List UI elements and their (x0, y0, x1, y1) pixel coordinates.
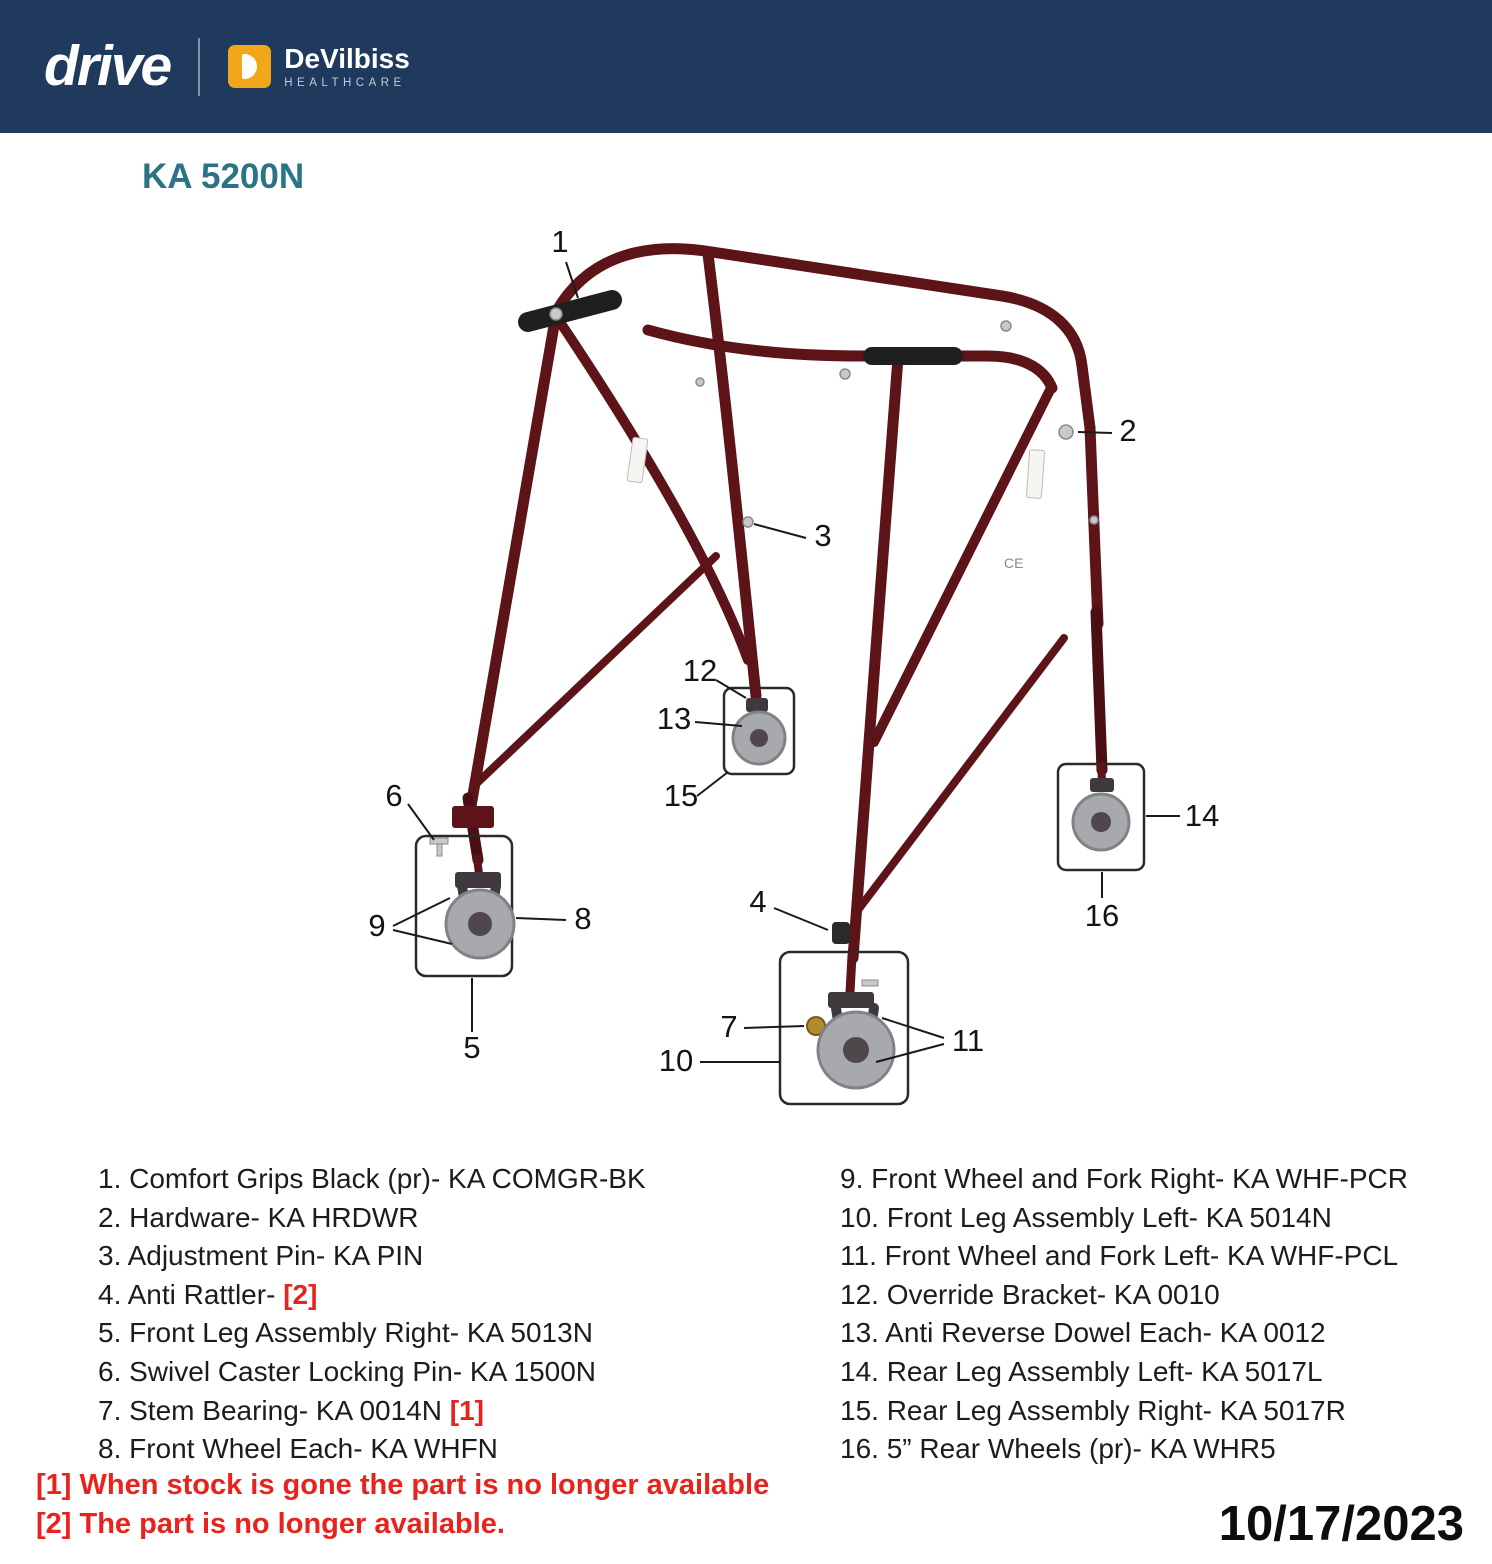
callout-label-7: 7 (720, 1009, 737, 1044)
parts-column-right: 9. Front Wheel and Fork Right- KA WHF-PC… (840, 1160, 1408, 1469)
devilbiss-logo-text: DeVilbiss HEALTHCARE (284, 43, 410, 89)
walker-diagram: CE (368, 224, 1219, 1106)
left-grip (518, 290, 622, 332)
callout-label-1: 1 (551, 224, 568, 259)
part-note: [2] (283, 1278, 318, 1310)
part-item: 15. Rear Leg Assembly Right- KA 5017R (840, 1394, 1346, 1426)
footnote-2: [2] The part is no longer available. (36, 1508, 505, 1540)
callout-13: 13 (657, 701, 743, 736)
callout-label-13: 13 (657, 701, 691, 736)
callout-label-9: 9 (368, 908, 385, 943)
callout-label-2: 2 (1119, 413, 1136, 448)
part-item: 6. Swivel Caster Locking Pin- KA 1500N (98, 1355, 597, 1387)
part-item: 11. Front Wheel and Fork Left- KA WHF-PC… (840, 1240, 1399, 1272)
callout-label-6: 6 (385, 778, 402, 813)
callout-6: 6 (385, 778, 435, 841)
callout-label-4: 4 (749, 884, 766, 919)
callout-5: 5 (463, 978, 481, 1065)
part-item: 1. Comfort Grips Black (pr)- KA COMGR-BK (98, 1163, 646, 1194)
callout-11: 11 (875, 1017, 984, 1063)
callout-15: 15 (664, 771, 729, 813)
part-item: 8. Front Wheel Each- KA WHFN (98, 1433, 498, 1465)
devilbiss-d-shape (242, 53, 258, 79)
part-item: 4. Anti Rattler- [2] (98, 1278, 318, 1310)
hand-grips (518, 290, 963, 365)
walker-frame (462, 243, 1108, 964)
callout-label-11: 11 (952, 1023, 984, 1058)
front-right-caster (429, 837, 516, 960)
part-item: 9. Front Wheel and Fork Right- KA WHF-PC… (840, 1163, 1408, 1194)
callout-3: 3 (753, 518, 832, 553)
part-item: 16. 5” Rear Wheels (pr)- KA WHR5 (840, 1433, 1276, 1465)
ce-mark: CE (1004, 555, 1023, 571)
drive-logo: drive (44, 34, 172, 98)
callout-label-10: 10 (659, 1043, 693, 1078)
page-title: KA 5200N (142, 157, 305, 196)
rear-right-wheel (731, 686, 787, 766)
callout-label-8: 8 (574, 901, 591, 936)
callout-9: 9 (368, 897, 453, 945)
part-note: [1] (449, 1394, 484, 1426)
frame-stickers: CE (626, 436, 1046, 571)
callout-label-12: 12 (683, 653, 717, 688)
header-bar: drive DeVilbiss HEALTHCARE (0, 0, 1492, 133)
fold-hinge-plate (452, 806, 494, 828)
callout-12: 12 (683, 653, 747, 699)
part-item: 12. Override Bracket- KA 0010 (840, 1278, 1220, 1310)
part-item: 13. Anti Reverse Dowel Each- KA 0012 (840, 1317, 1326, 1349)
front-left-wheel-box (778, 950, 910, 1106)
rear-left-wheel (1071, 762, 1131, 852)
document-date: 10/17/2023 (1218, 1497, 1464, 1551)
callout-label-5: 5 (463, 1030, 480, 1065)
callout-16: 16 (1085, 872, 1119, 933)
callout-2: 2 (1077, 413, 1137, 448)
callout-label-3: 3 (814, 518, 831, 553)
devilbiss-logo-icon (228, 44, 272, 88)
part-item: 14. Rear Leg Assembly Left- KA 5017L (840, 1355, 1323, 1387)
callout-label-16: 16 (1085, 898, 1119, 933)
part-item: 5. Front Leg Assembly Right- KA 5013N (98, 1317, 593, 1349)
footnotes: [1] When stock is gone the part is no lo… (36, 1466, 769, 1544)
part-item: 3. Adjustment Pin- KA PIN (98, 1240, 424, 1272)
devilbiss-subtitle: HEALTHCARE (284, 76, 406, 89)
footnote-1: [1] When stock is gone the part is no lo… (36, 1469, 770, 1501)
devilbiss-logo: DeVilbiss HEALTHCARE (228, 43, 410, 89)
anti-rattler-clip (832, 922, 850, 944)
front-left-caster (806, 951, 896, 1090)
parts-column-left: 1. Comfort Grips Black (pr)- KA COMGR-BK… (98, 1160, 646, 1469)
callout-7: 7 (720, 1009, 805, 1044)
callout-label-14: 14 (1185, 798, 1219, 833)
devilbiss-name: DeVilbiss (284, 43, 410, 75)
callout-10: 10 (659, 1043, 780, 1078)
part-item: 10. Front Leg Assembly Left- KA 5014N (840, 1201, 1332, 1233)
part-item: 2. Hardware- KA HRDWR (98, 1201, 419, 1233)
callout-8: 8 (515, 901, 592, 936)
front-right-wheel-box (414, 834, 514, 978)
callout-14: 14 (1146, 798, 1219, 833)
callout-label-15: 15 (664, 778, 698, 813)
part-item: 7. Stem Bearing- KA 0014N [1] (98, 1394, 484, 1426)
callout-1: 1 (551, 224, 579, 299)
logo-divider (198, 37, 201, 96)
callout-4: 4 (749, 884, 829, 931)
frame-hardware (549, 307, 1099, 528)
